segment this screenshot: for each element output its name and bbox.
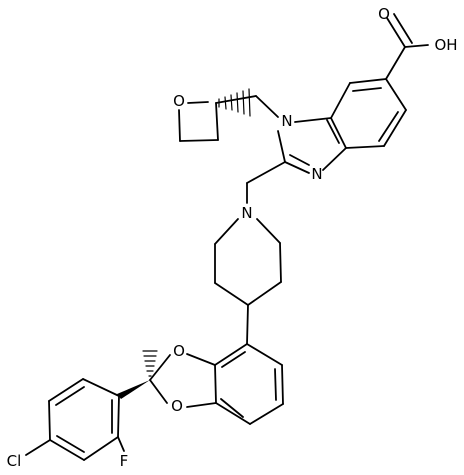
chlorofluorophenyl-ring bbox=[48, 378, 120, 461]
aryl-stereo-wedge bbox=[117, 380, 150, 399]
dioxole-oxygen-top-label: O bbox=[173, 342, 185, 360]
halogen-bonds bbox=[25, 436, 125, 456]
oxetane-stereo-hash bbox=[218, 88, 251, 117]
benzimidazole-imidazole-ring bbox=[277, 117, 347, 174]
piperidine-ring bbox=[214, 218, 282, 306]
dioxole-ring bbox=[149, 353, 217, 408]
chlorine-label: Cl bbox=[7, 452, 22, 470]
oxetanylmethyl-group bbox=[178, 95, 279, 142]
oxetane-oxygen-label: O bbox=[173, 92, 185, 110]
dioxole-oxygen-bottom-label: O bbox=[171, 397, 183, 415]
benzimidazole-benzo-ring bbox=[326, 78, 407, 149]
carboxylic-acid-group bbox=[385, 13, 429, 80]
imidazole-n3-label: N bbox=[311, 165, 322, 183]
benzodioxole-benzene-ring bbox=[214, 343, 284, 425]
methyl-stereo-hash bbox=[142, 350, 158, 377]
methylene-linker bbox=[246, 161, 286, 204]
hydroxyl-label: OH bbox=[434, 36, 457, 54]
imidazole-n1-label: N bbox=[281, 112, 292, 130]
piperidine-nitrogen-label: N bbox=[241, 204, 252, 222]
piperidine-aryl-bond bbox=[246, 304, 249, 345]
carbonyl-oxygen-label: O bbox=[378, 5, 390, 23]
fluorine-label: F bbox=[120, 452, 129, 470]
